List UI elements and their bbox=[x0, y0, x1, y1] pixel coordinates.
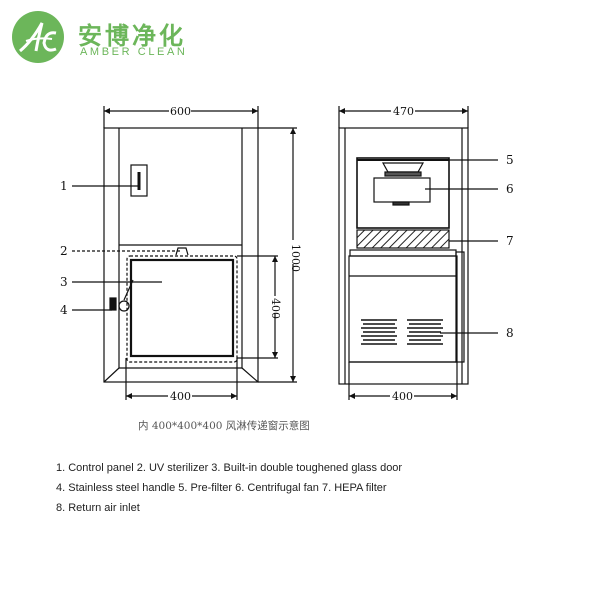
callout-5: 5 bbox=[506, 153, 514, 167]
logo-emblem-icon bbox=[12, 11, 64, 63]
front-view bbox=[72, 106, 297, 400]
callout-8: 8 bbox=[506, 326, 514, 340]
callout-1: 1 bbox=[60, 179, 68, 193]
parts-legend: 1. Control panel 2. UV sterilizer 3. Bui… bbox=[56, 458, 402, 518]
callout-6: 6 bbox=[506, 182, 514, 196]
callout-4: 4 bbox=[60, 303, 68, 317]
drawing-caption: 内 400*400*400 风淋传递窗示意图 bbox=[138, 420, 310, 432]
dim-400-horizontal: 400 bbox=[170, 390, 191, 403]
side-view bbox=[338, 106, 498, 400]
dim-400-side: 400 bbox=[392, 390, 413, 403]
dim-400-vertical: 400 bbox=[269, 298, 282, 319]
dim-470: 470 bbox=[393, 105, 414, 118]
legend-line-3: 8. Return air inlet bbox=[56, 502, 140, 514]
brand-name-cn: 安博净化 bbox=[78, 22, 186, 50]
brand-name-en: AMBER CLEAN bbox=[80, 46, 188, 58]
callout-2: 2 bbox=[60, 244, 68, 258]
dim-1000: 1000 bbox=[289, 244, 302, 272]
brand-logo: 安博净化 AMBER CLEAN bbox=[10, 8, 210, 64]
legend-line-1: 1. Control panel 2. UV sterilizer 3. Bui… bbox=[56, 462, 403, 474]
legend-line-2: 4. Stainless steel handle 5. Pre-filter … bbox=[56, 482, 387, 494]
callout-7: 7 bbox=[506, 234, 514, 248]
callout-3: 3 bbox=[60, 275, 68, 289]
dim-600: 600 bbox=[170, 105, 191, 118]
